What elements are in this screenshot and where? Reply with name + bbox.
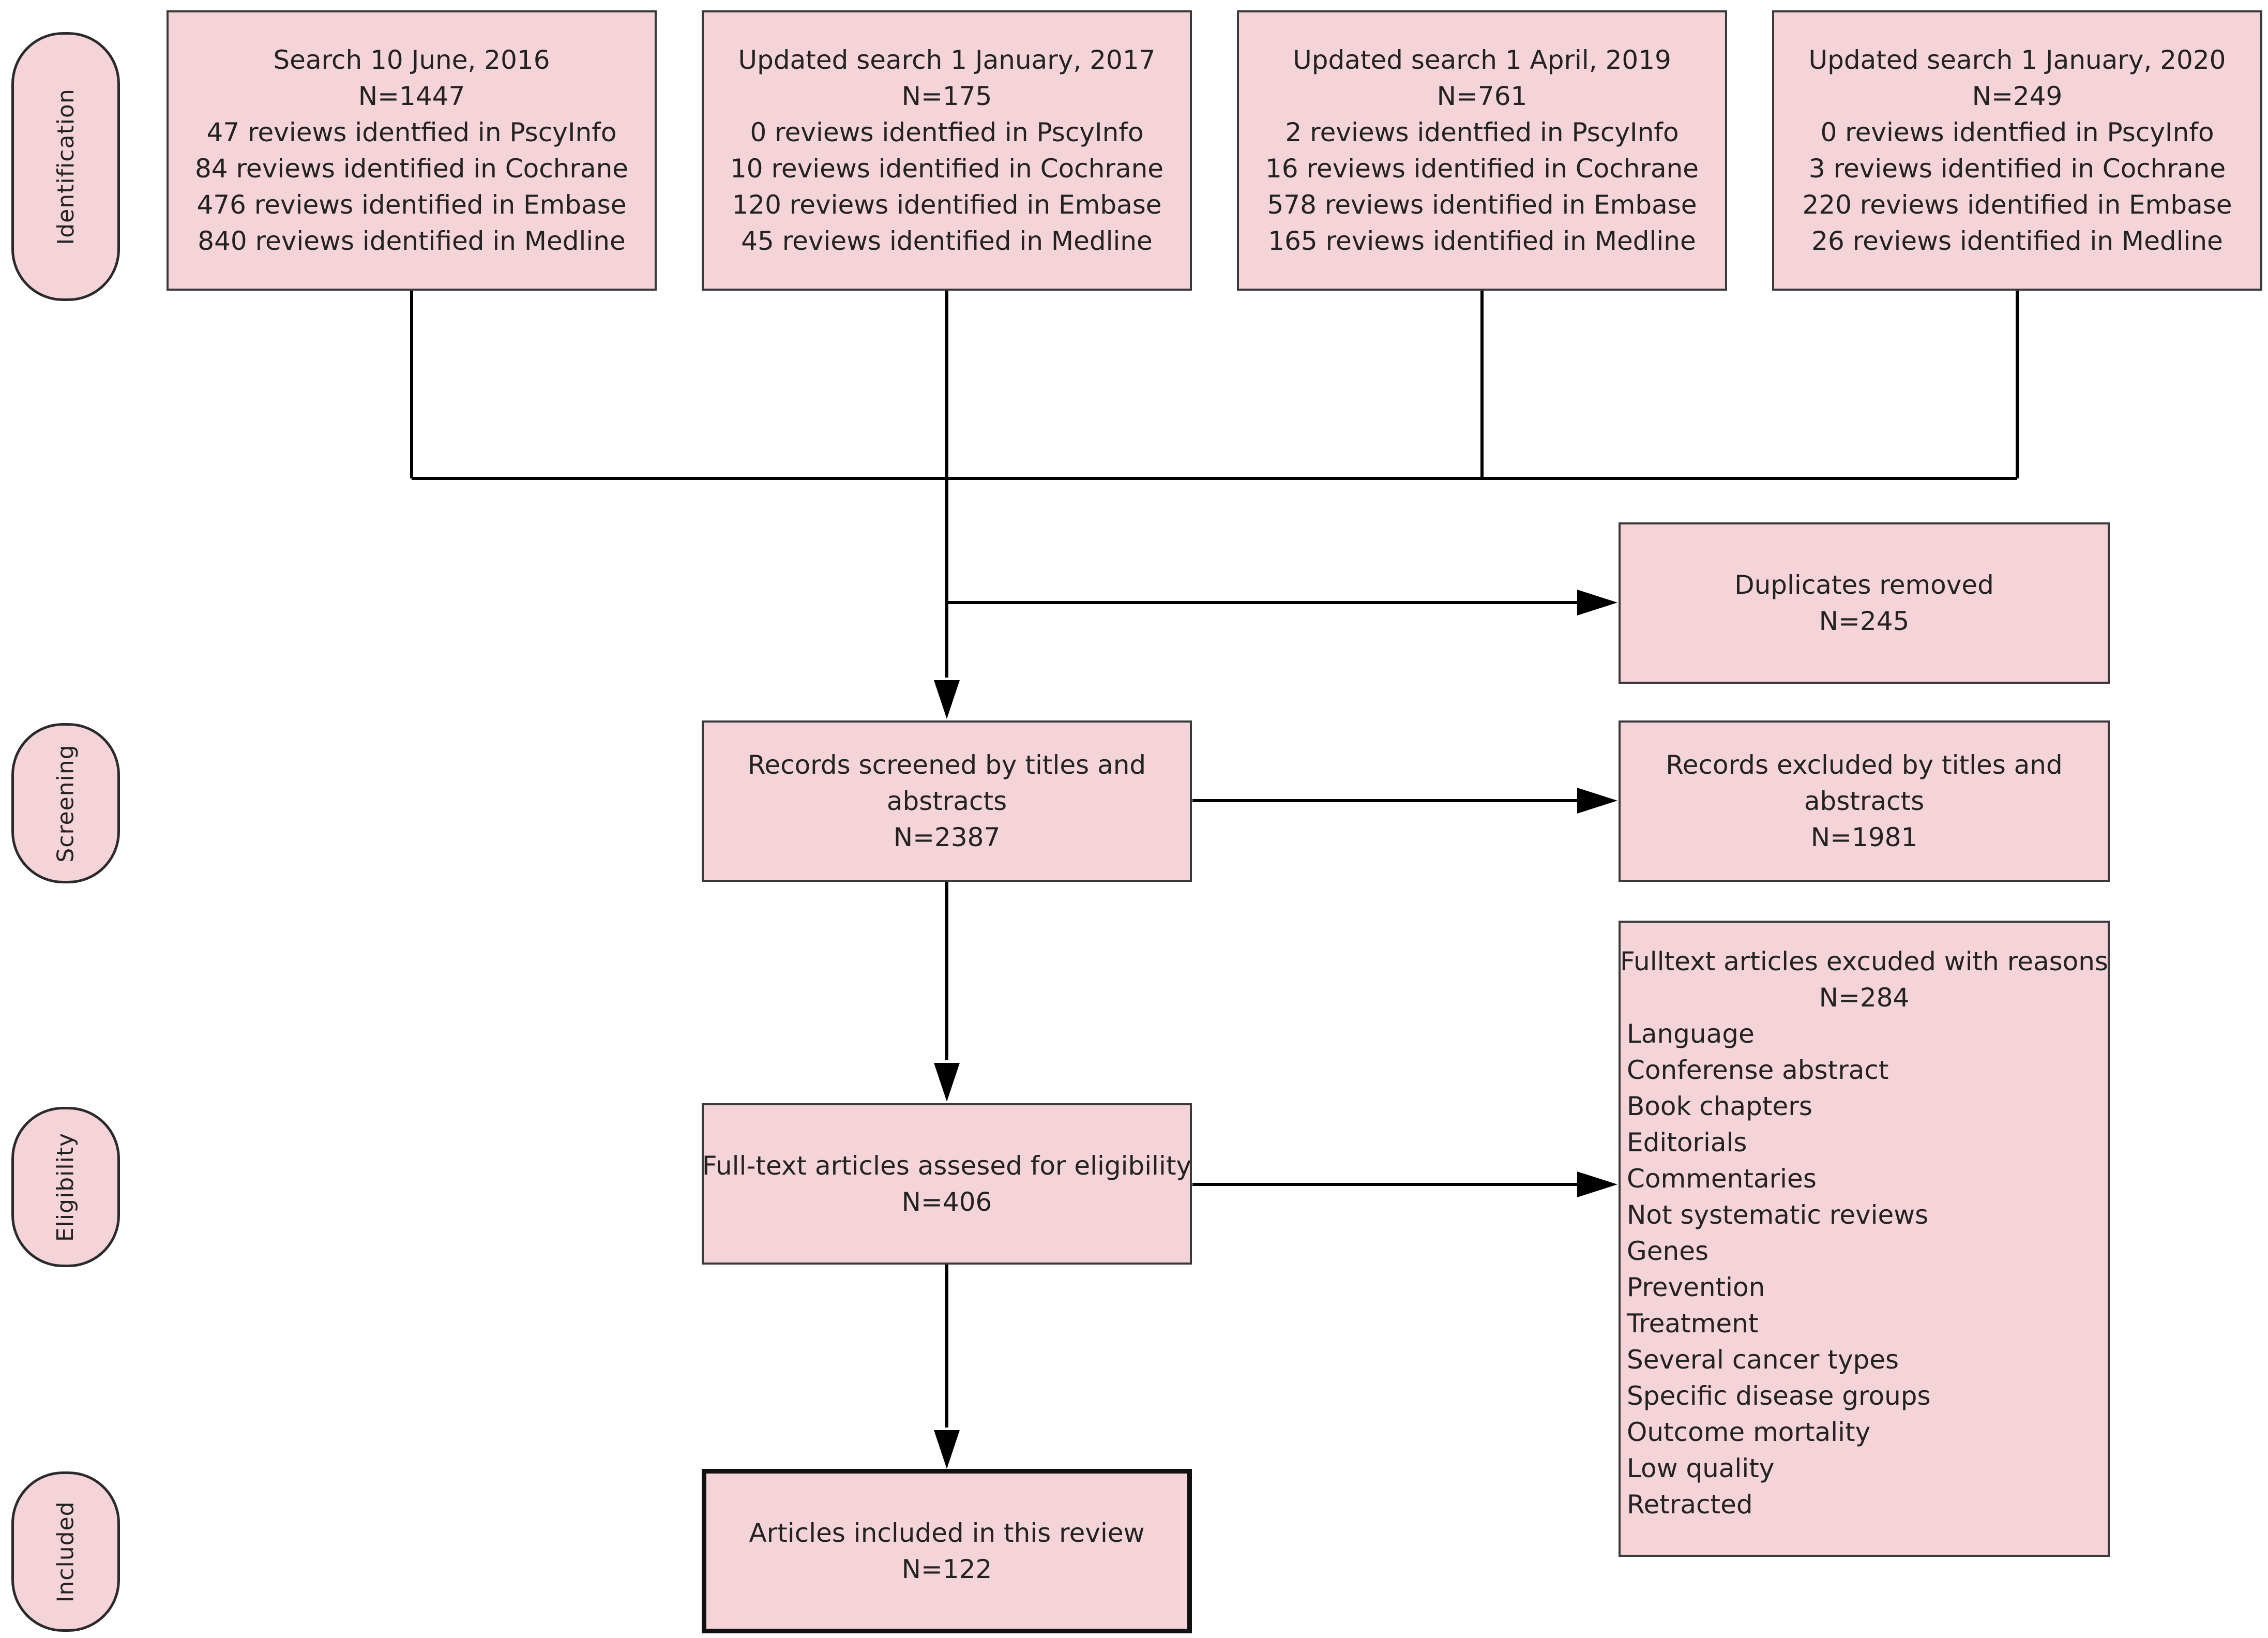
search-line: 16 reviews identified in Cochrane: [1265, 154, 1699, 184]
screened-title-line1: Records screened by titles and: [747, 750, 1146, 780]
search-line: 26 reviews identified in Medline: [1811, 226, 2223, 256]
exclusion-reason: Book chapters: [1627, 1091, 1812, 1121]
stage-eligibility-label: Eligibility: [52, 1132, 79, 1242]
exclusion-reason: Commentaries: [1627, 1164, 1817, 1194]
exclusion-reason: Retracted: [1627, 1490, 1753, 1520]
search-title: Updated search 1 April, 2019: [1293, 45, 1671, 75]
exclusion-reasons-list: Language Conferense abstract Book chapte…: [1621, 1016, 2108, 1523]
duplicates-n: N=245: [1819, 606, 1910, 636]
arrowhead-screened: [934, 680, 960, 719]
exclusion-reason: Not systematic reviews: [1627, 1200, 1929, 1230]
screened-n: N=2387: [893, 822, 1001, 852]
search-title: Updated search 1 January, 2020: [1808, 45, 2226, 75]
search-n: N=761: [1437, 81, 1528, 111]
search-line: 2 reviews identfied in PscyInfo: [1285, 117, 1679, 147]
search-line: 476 reviews identified in Embase: [196, 190, 627, 220]
excluded-title-line1: Records excluded by titles and: [1666, 750, 2063, 780]
stage-identification-label: Identification: [52, 88, 79, 245]
excluded-title-line2: abstracts: [1804, 786, 1925, 816]
arrowhead-excluded-titles: [1577, 788, 1617, 814]
search-title: Updated search 1 January, 2017: [738, 45, 1156, 75]
fulltext-n: N=406: [901, 1187, 992, 1217]
fulltext-excluded-box: Fulltext articles excuded with reasons N…: [1619, 921, 2110, 1557]
exclusion-reason: Editorials: [1627, 1128, 1747, 1158]
search-line: 220 reviews identified in Embase: [1802, 190, 2232, 220]
exclusion-reason: Outcome mortality: [1627, 1417, 1871, 1447]
search-line: 0 reviews identfied in PscyInfo: [1820, 117, 2214, 147]
included-n: N=122: [901, 1554, 992, 1584]
search-line: 45 reviews identified in Medline: [741, 226, 1153, 256]
arrowhead-duplicates: [1577, 590, 1617, 615]
duplicates-removed-box: Duplicates removed N=245: [1619, 522, 2110, 684]
exclusion-reason: Low quality: [1627, 1453, 1775, 1483]
records-screened-box: Records screened by titles and abstracts…: [702, 720, 1192, 882]
search-line: 0 reviews identfied in PscyInfo: [750, 117, 1144, 147]
exclusion-reason: Several cancer types: [1627, 1345, 1899, 1375]
arrowhead-fulltext: [934, 1063, 960, 1102]
exclusion-reason: Treatment: [1627, 1309, 1759, 1339]
fulltext-excluded-title: Fulltext articles excuded with reasons: [1620, 946, 2108, 976]
search-box-2017: Updated search 1 January, 2017 N=175 0 r…: [702, 10, 1192, 291]
search-line: 165 reviews identified in Medline: [1268, 226, 1696, 256]
exclusion-reason: Prevention: [1627, 1272, 1765, 1302]
search-box-2020: Updated search 1 January, 2020 N=249 0 r…: [1772, 10, 2262, 291]
search-box-2019: Updated search 1 April, 2019 N=761 2 rev…: [1237, 10, 1727, 291]
exclusion-reason: Genes: [1627, 1236, 1709, 1266]
search-title: Search 10 June, 2016: [273, 45, 550, 75]
search-line: 3 reviews identified in Cochrane: [1808, 154, 2226, 184]
search-line: 840 reviews identified in Medline: [198, 226, 626, 256]
search-n: N=175: [901, 81, 992, 111]
stage-eligibility: Eligibility: [11, 1107, 120, 1267]
stage-included: Included: [11, 1471, 120, 1632]
stage-screening-label: Screening: [52, 744, 79, 863]
screened-title-line2: abstracts: [886, 786, 1007, 816]
search-line: 47 reviews identfied in PscyInfo: [206, 117, 617, 147]
fulltext-assessed-box: Full-text articles assesed for eligibili…: [702, 1103, 1192, 1265]
search-line: 84 reviews identified in Cochrane: [194, 154, 629, 184]
search-line: 10 reviews identified in Cochrane: [730, 154, 1164, 184]
exclusion-reason: Specific disease groups: [1627, 1381, 1931, 1411]
search-n: N=249: [1972, 81, 2063, 111]
exclusion-reason: Language: [1627, 1019, 1755, 1049]
search-line: 578 reviews identified in Embase: [1267, 190, 1697, 220]
search-box-2016: Search 10 June, 2016 N=1447 47 reviews i…: [167, 10, 657, 291]
fulltext-excluded-n: N=284: [1819, 983, 1910, 1013]
included-title: Articles included in this review: [749, 1518, 1145, 1548]
duplicates-title: Duplicates removed: [1734, 570, 1994, 600]
stage-identification: Identification: [11, 32, 120, 301]
records-excluded-box: Records excluded by titles and abstracts…: [1619, 720, 2110, 882]
articles-included-box: Articles included in this review N=122: [702, 1469, 1192, 1633]
arrowhead-included: [934, 1430, 960, 1469]
search-line: 120 reviews identified in Embase: [732, 190, 1162, 220]
stage-included-label: Included: [52, 1500, 79, 1603]
fulltext-title: Full-text articles assesed for eligibili…: [702, 1151, 1192, 1181]
arrowhead-fulltext-excluded: [1577, 1171, 1617, 1197]
stage-screening: Screening: [11, 723, 120, 883]
exclusion-reason: Conferense abstract: [1627, 1055, 1889, 1085]
search-n: N=1447: [358, 81, 465, 111]
excluded-n: N=1981: [1810, 822, 1918, 852]
